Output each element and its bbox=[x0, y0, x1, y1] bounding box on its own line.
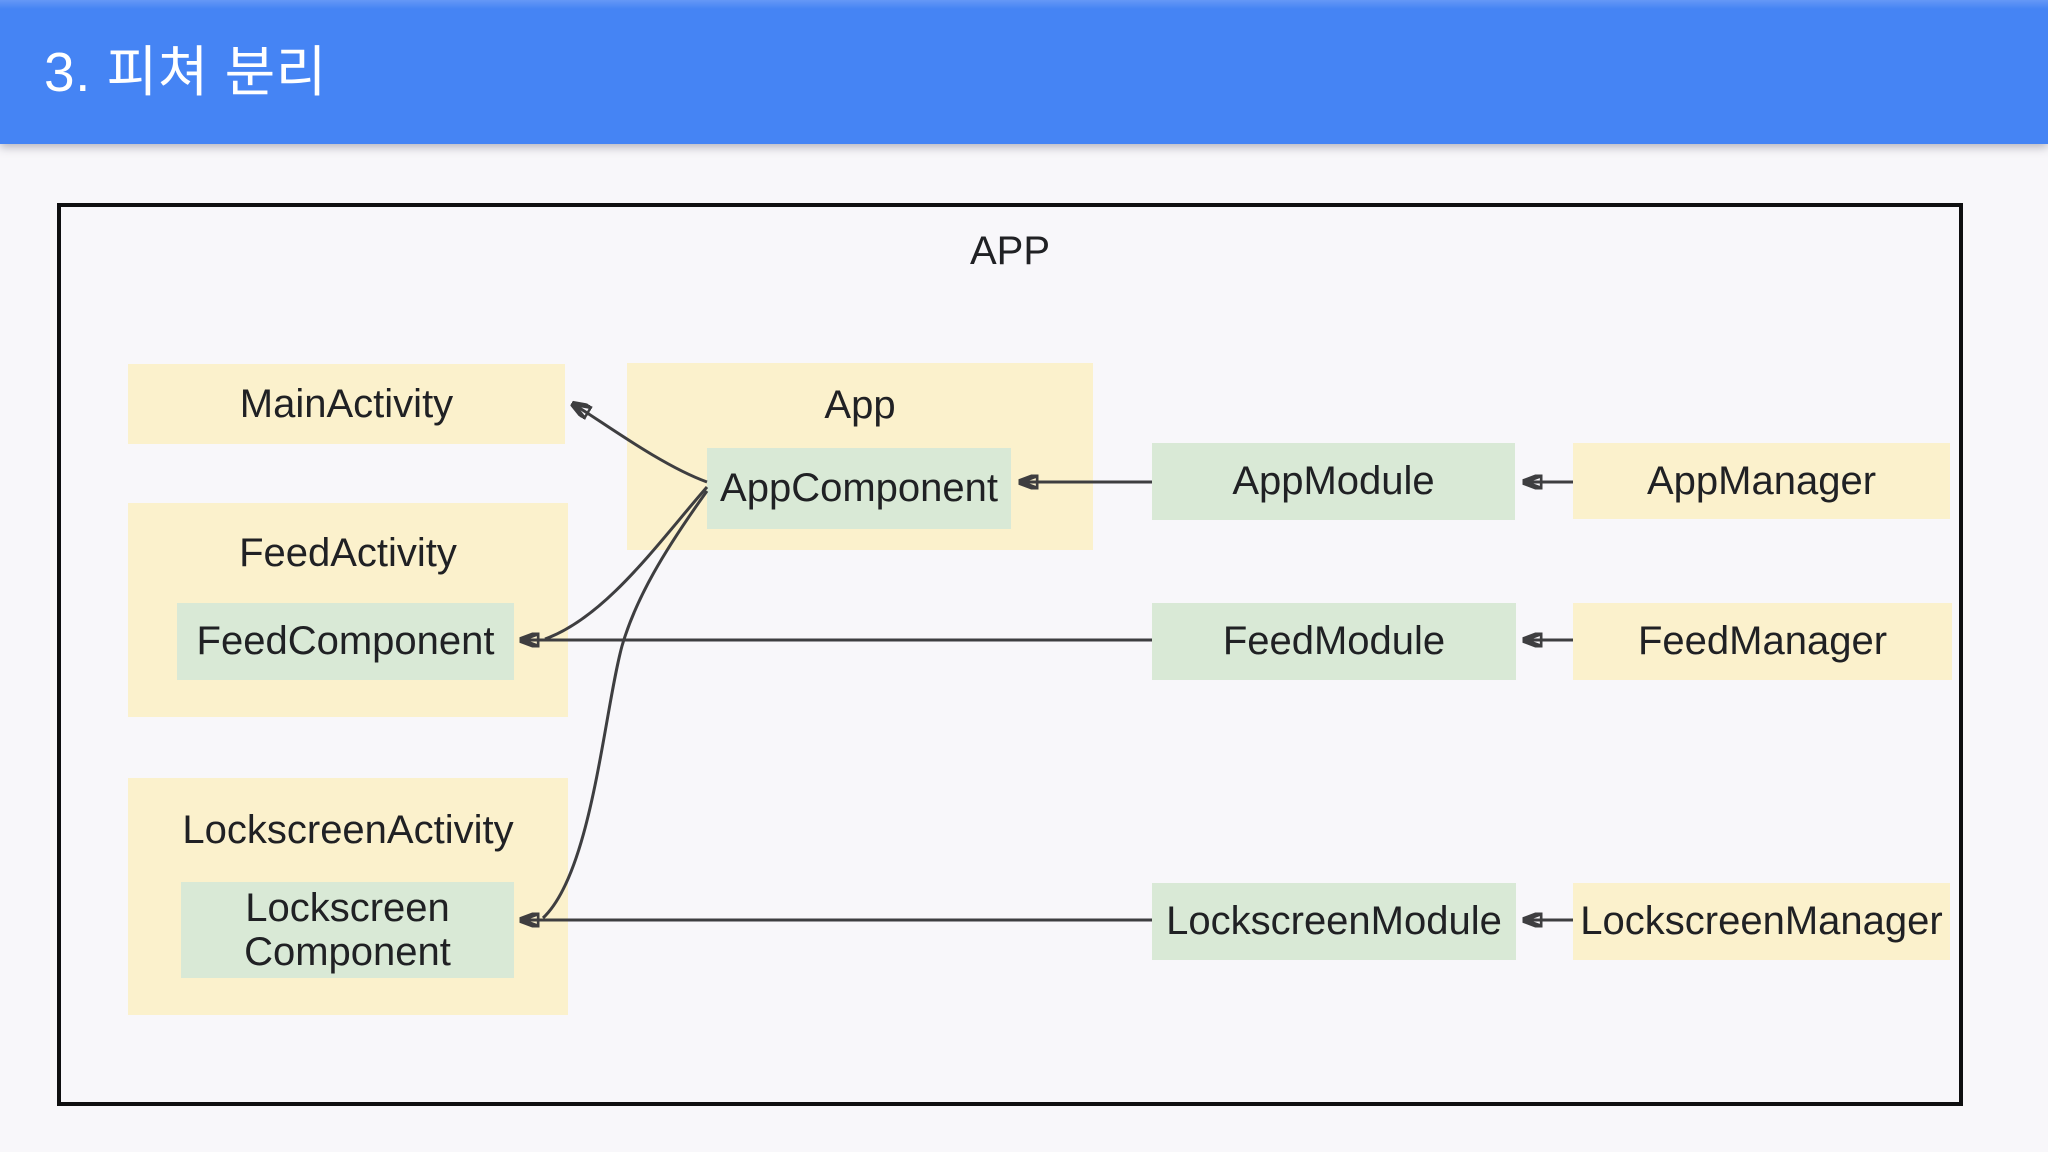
node-label-line1: Lockscreen bbox=[245, 886, 450, 930]
node-label: LockscreenActivity bbox=[182, 808, 514, 852]
slide-header: 3. 피쳐 분리 bbox=[0, 0, 2048, 144]
node-feed-component: FeedComponent bbox=[177, 603, 514, 680]
node-label: FeedActivity bbox=[239, 531, 457, 575]
node-app-module: AppModule bbox=[1152, 443, 1515, 520]
node-app-component: AppComponent bbox=[707, 448, 1011, 529]
node-label: MainActivity bbox=[239, 381, 454, 426]
node-label: FeedComponent bbox=[196, 619, 495, 663]
node-label: AppModule bbox=[1232, 459, 1435, 503]
node-label: FeedModule bbox=[1222, 619, 1446, 663]
node-label: LockscreenManager bbox=[1580, 899, 1943, 943]
node-label: LockscreenModule bbox=[1166, 899, 1502, 943]
node-lockscreen-manager: LockscreenManager bbox=[1573, 883, 1950, 960]
node-app-manager: AppManager bbox=[1573, 443, 1950, 519]
node-label-line2: Component bbox=[244, 930, 451, 974]
node-label: AppManager bbox=[1646, 458, 1877, 503]
node-label: AppComponent bbox=[720, 466, 998, 510]
node-feed-manager: FeedManager bbox=[1573, 603, 1952, 680]
app-container: APP bbox=[57, 203, 1963, 1106]
node-lockscreen-module: LockscreenModule bbox=[1152, 883, 1516, 960]
app-container-label: APP bbox=[969, 229, 1051, 273]
node-main-activity: MainActivity bbox=[128, 364, 565, 444]
node-lockscreen-component: Lockscreen Component bbox=[181, 882, 514, 978]
node-label: FeedManager bbox=[1637, 619, 1888, 663]
node-feed-module: FeedModule bbox=[1152, 603, 1516, 680]
diagram-canvas: APP MainActivity App AppComponent AppMod… bbox=[0, 144, 2048, 1152]
node-label: App bbox=[824, 383, 896, 427]
slide-title: 3. 피쳐 분리 bbox=[44, 41, 327, 103]
